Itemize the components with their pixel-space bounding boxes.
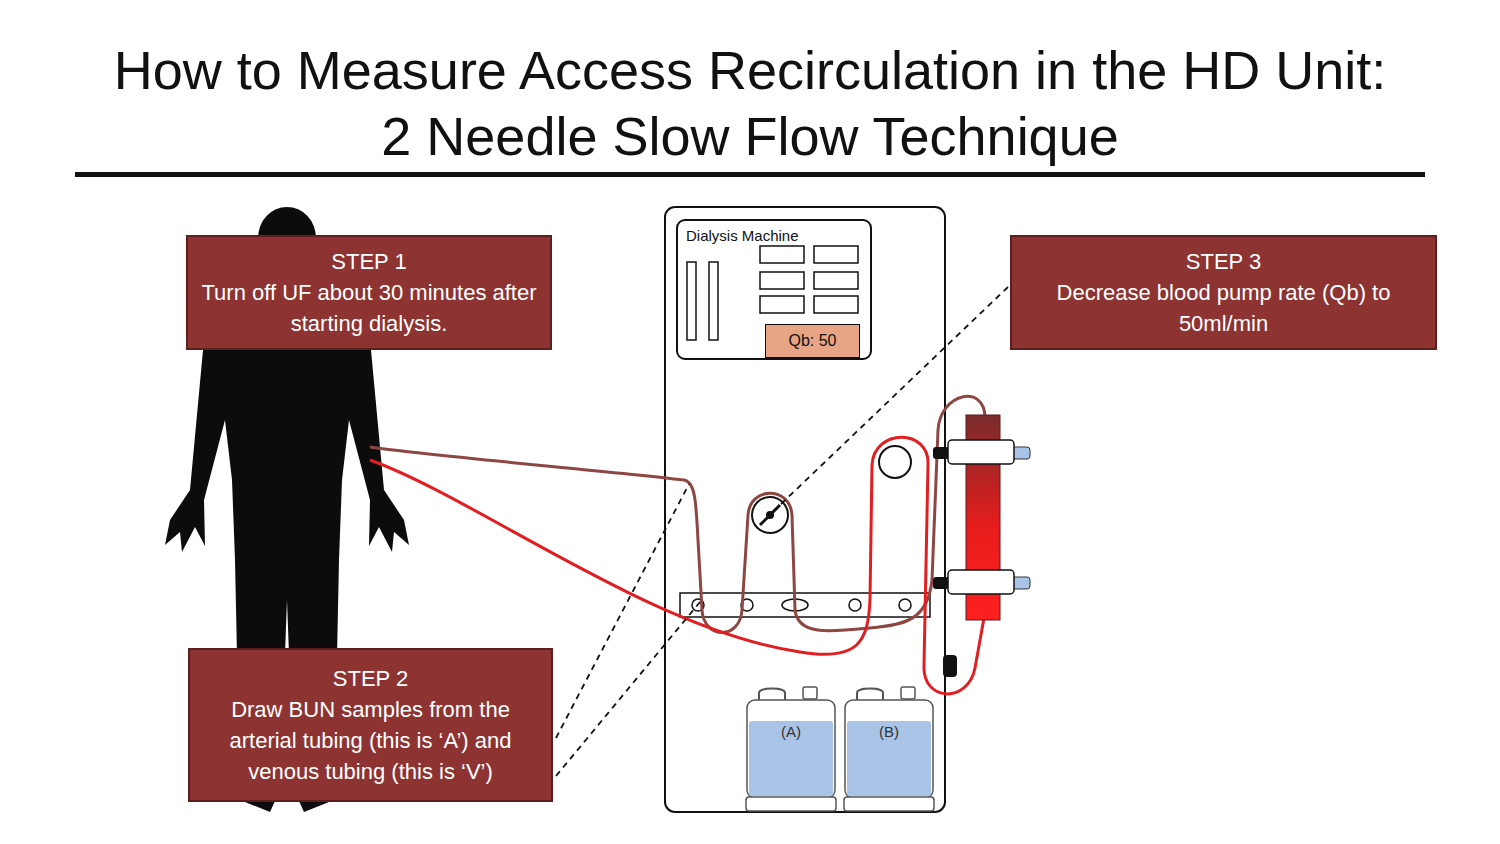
concentrate-jug: (A) xyxy=(745,685,837,812)
step-instruction: Draw BUN samples from the arterial tubin… xyxy=(200,694,541,787)
air-trap xyxy=(879,446,911,478)
pump-rate-readout: Qb: 50 xyxy=(765,324,860,358)
pump-rate-value: Qb: 50 xyxy=(788,332,836,350)
arterial-tubing xyxy=(370,396,985,632)
machine-display: Dialysis MachineQb: 50 xyxy=(676,219,872,360)
jug-outline xyxy=(843,685,935,812)
step-box: STEP 3Decrease blood pump rate (Qb) to 5… xyxy=(1010,235,1437,350)
dialyzer xyxy=(933,415,1030,620)
step-box: STEP 1Turn off UF about 30 minutes after… xyxy=(186,235,552,350)
step-instruction: Decrease blood pump rate (Qb) to 50ml/mi… xyxy=(1022,277,1425,339)
line-clamp-rail xyxy=(680,593,930,617)
step-heading: STEP 3 xyxy=(1186,246,1261,277)
diagram-title: How to Measure Access Recirculation in t… xyxy=(101,37,1399,169)
jug-label: (A) xyxy=(745,723,837,740)
jug-label: (B) xyxy=(843,723,935,740)
step-heading: STEP 1 xyxy=(331,246,406,277)
machine-housing xyxy=(665,207,945,812)
machine-label: Dialysis Machine xyxy=(686,227,862,244)
title-rule xyxy=(75,172,1425,177)
step-box: STEP 2Draw BUN samples from the arterial… xyxy=(188,648,553,802)
step-heading: STEP 2 xyxy=(333,663,408,694)
step-instruction: Turn off UF about 30 minutes after start… xyxy=(198,277,540,339)
concentrate-jug: (B) xyxy=(843,685,935,812)
line-clamp xyxy=(943,655,957,677)
jug-outline xyxy=(745,685,837,812)
